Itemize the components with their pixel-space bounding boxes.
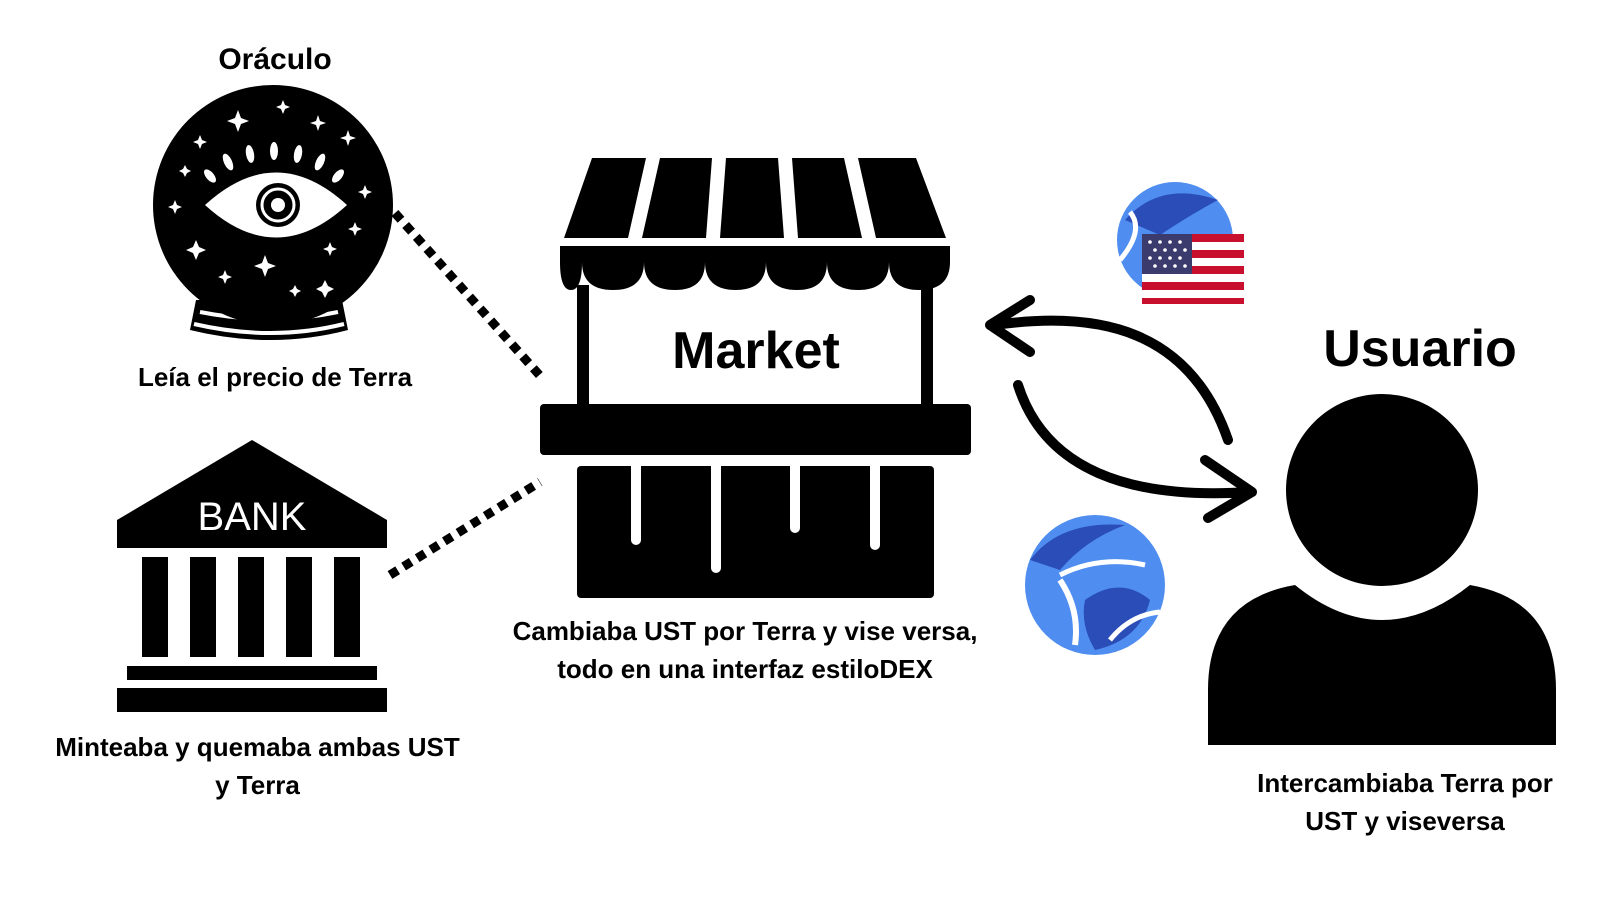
oracle-market-connector — [391, 210, 546, 381]
terra-luna-coin-icon — [1025, 515, 1165, 655]
market-stall-icon: Market — [540, 158, 971, 598]
user-description: Intercambiaba Terra por UST y viseversa — [1220, 764, 1590, 840]
market-description-line1: Cambiaba UST por Terra y vise versa, — [512, 616, 978, 646]
bank-description-line1: Minteaba y quemaba ambas UST — [55, 732, 460, 762]
market-sign: Market — [672, 322, 840, 380]
bank-building-icon: BANK — [117, 440, 387, 712]
exchange-arrows-icon — [985, 295, 1257, 523]
crystal-ball-eye-icon — [153, 85, 393, 340]
oracle-title: Oráculo — [218, 43, 332, 76]
bank-description-line2: y Terra — [215, 770, 300, 800]
bank-sign: BANK — [198, 495, 307, 539]
market-description-line2: todo en una interfaz estiloDEX — [557, 654, 933, 684]
user-title: Usuario — [1323, 320, 1517, 378]
user-description-line2: UST y viseversa — [1305, 806, 1505, 836]
ust-flag-coin-icon — [1117, 182, 1244, 304]
user-description-line1: Intercambiaba Terra por — [1257, 768, 1553, 798]
bank-description: Minteaba y quemaba ambas UST y Terra — [20, 728, 495, 804]
bank-market-connector — [387, 478, 543, 579]
market-description: Cambiaba UST por Terra y vise versa, tod… — [470, 612, 1020, 688]
oracle-description: Leía el precio de Terra — [137, 362, 413, 392]
user-silhouette-icon — [1208, 394, 1556, 745]
